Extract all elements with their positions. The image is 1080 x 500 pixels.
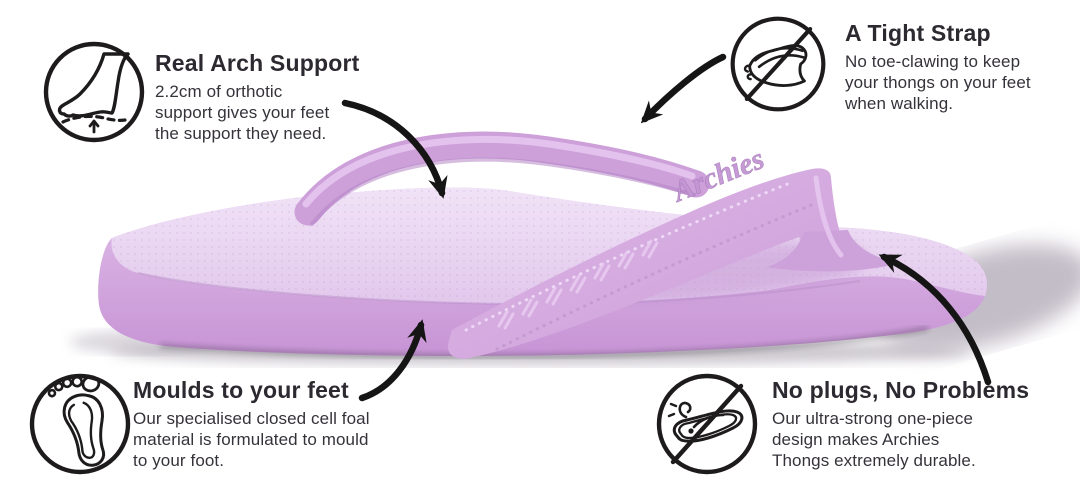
callout-body: Our specialised closed cell foal materia… xyxy=(133,408,370,471)
no-toe-clawing-icon xyxy=(727,13,829,115)
callout-body: Our ultra-strong one-piece design makes … xyxy=(772,408,1029,471)
body-line: to your foot. xyxy=(133,451,225,470)
callout-body: 2.2cm of orthotic support gives your fee… xyxy=(155,81,359,144)
body-line: Thongs extremely durable. xyxy=(772,451,976,470)
footprint-icon xyxy=(26,370,134,478)
arrow-to-sole xyxy=(358,319,427,402)
body-line: the support they need. xyxy=(155,124,327,143)
foot-arch-support-icon xyxy=(40,38,148,146)
body-line: when walking. xyxy=(845,94,954,113)
body-line: Our specialised closed cell foal xyxy=(133,409,370,428)
strap-chevron-texture xyxy=(497,239,659,330)
callout-title: Moulds to your feet xyxy=(133,377,349,403)
callout-title: A Tight Strap xyxy=(845,20,991,46)
callout-body: No toe-clawing to keep your thongs on yo… xyxy=(845,51,1031,114)
body-line: your thongs on your feet xyxy=(845,73,1031,92)
arrow-to-arch xyxy=(341,99,448,199)
callout-moulds: Moulds to your feet Our specialised clos… xyxy=(133,377,370,471)
no-plugs-crossed-icon xyxy=(653,370,761,478)
body-line: No toe-clawing to keep xyxy=(845,52,1021,71)
callout-no-plugs: No plugs, No Problems Our ultra-strong o… xyxy=(772,377,1029,471)
callout-title: No plugs, No Problems xyxy=(772,377,1030,403)
body-line: Our ultra-strong one-piece xyxy=(772,409,974,428)
body-line: material is formulated to mould xyxy=(133,430,369,449)
callout-tight-strap: A Tight Strap No toe-clawing to keep you… xyxy=(845,20,1031,114)
arrow-to-strap xyxy=(640,53,727,124)
body-line: support gives your feet xyxy=(155,103,330,122)
callout-arch-support: Real Arch Support 2.2cm of orthotic supp… xyxy=(155,50,359,144)
callout-title: Real Arch Support xyxy=(155,50,360,76)
body-line: 2.2cm of orthotic xyxy=(155,82,283,101)
sandal-far-strap xyxy=(294,131,710,226)
arrow-to-toe-plug xyxy=(878,253,992,386)
body-line: design makes Archies xyxy=(772,430,940,449)
